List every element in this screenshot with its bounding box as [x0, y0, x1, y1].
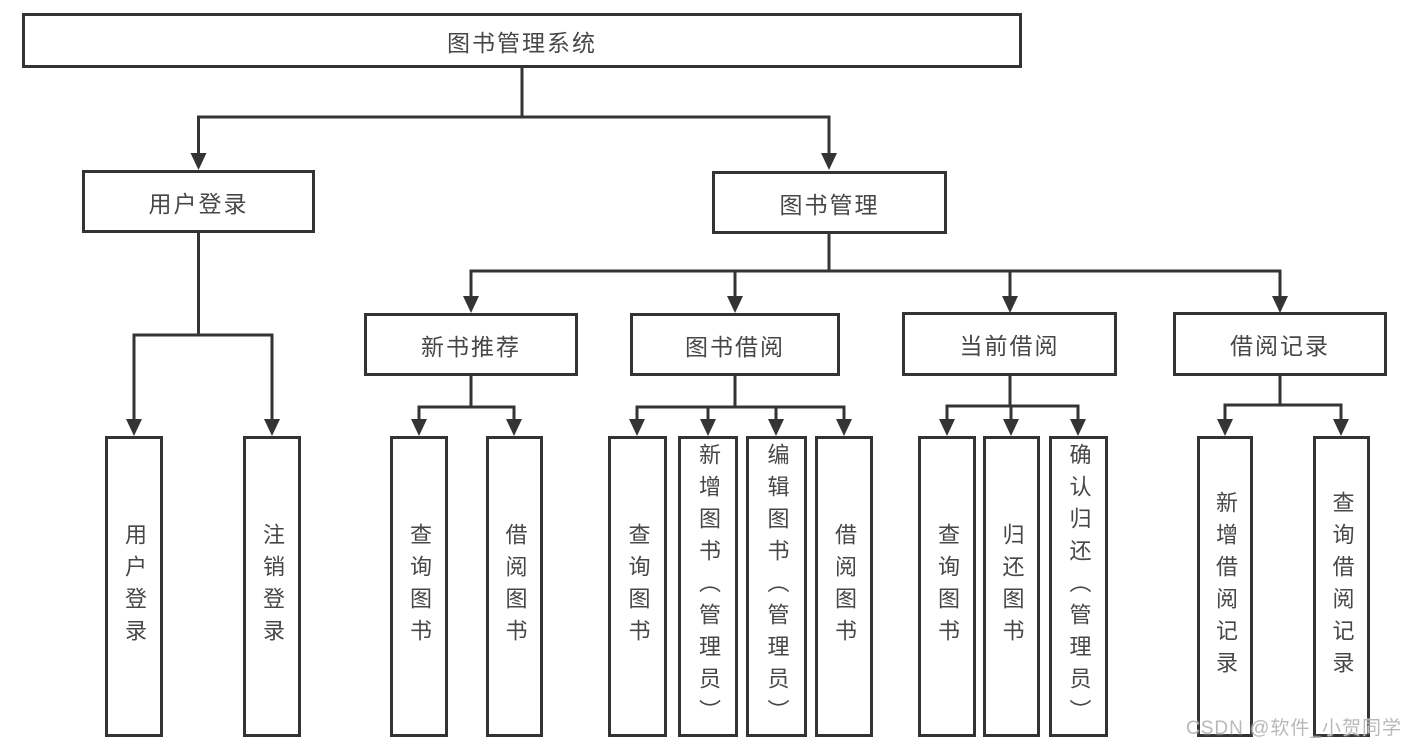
node-label: 图书管理系统	[447, 30, 597, 56]
node-user-login: 用户登录	[82, 170, 315, 233]
node-leaf-user-login: 用户登录	[105, 436, 163, 737]
node-label: 图书管理	[779, 192, 880, 218]
node-label: 当前借阅	[959, 334, 1060, 359]
node-book-borrowing: 图书借阅	[630, 313, 840, 376]
node-label: 确认归还（管理员）	[1066, 442, 1092, 731]
node-new-book-recommend: 新书推荐	[364, 313, 578, 376]
node-leaf-edit-books-admin: 编辑图书（管理员）	[746, 436, 807, 737]
csdn-watermark: CSDN @软件_小贺同学	[1186, 718, 1402, 739]
node-leaf-query-borrow-record: 查询借阅记录	[1313, 436, 1370, 737]
node-label: 新书推荐	[421, 334, 521, 360]
node-leaf-confirm-return-admin: 确认归还（管理员）	[1049, 436, 1108, 737]
node-label: 查询借阅记录	[1329, 490, 1355, 683]
node-label: 用户登录	[122, 522, 147, 651]
node-leaf-query-books-current: 查询图书	[918, 436, 976, 737]
node-label: 查询图书	[625, 522, 651, 651]
node-label: 用户登录	[148, 191, 249, 217]
node-current-borrowing: 当前借阅	[902, 312, 1117, 376]
node-label: 借阅记录	[1230, 334, 1330, 359]
node-label: 注销登录	[260, 522, 285, 651]
node-label: 新增借阅记录	[1213, 490, 1238, 683]
node-label: 编辑图书（管理员）	[764, 442, 790, 731]
node-label: 借阅图书	[502, 522, 528, 651]
node-book-management: 图书管理	[712, 171, 947, 234]
node-leaf-logout: 注销登录	[243, 436, 301, 737]
node-label: 查询图书	[407, 522, 432, 651]
node-label: 新增图书（管理员）	[696, 442, 721, 731]
node-leaf-borrow-books-recommend: 借阅图书	[486, 436, 543, 737]
node-label: 借阅图书	[832, 522, 857, 651]
node-label: 图书借阅	[685, 334, 785, 360]
node-leaf-add-borrow-record: 新增借阅记录	[1197, 436, 1253, 737]
node-label: 归还图书	[999, 522, 1025, 651]
arrowheads	[126, 153, 1349, 436]
node-leaf-query-books-recommend: 查询图书	[390, 436, 448, 737]
node-borrowing-records: 借阅记录	[1173, 312, 1387, 376]
node-leaf-return-books: 归还图书	[983, 436, 1040, 737]
node-leaf-borrow-books-borrowing: 借阅图书	[815, 436, 873, 737]
node-label: 查询图书	[935, 522, 960, 651]
node-leaf-add-books-admin: 新增图书（管理员）	[678, 436, 738, 737]
node-library-management-system: 图书管理系统	[22, 13, 1022, 68]
node-leaf-query-books-borrowing: 查询图书	[608, 436, 667, 737]
